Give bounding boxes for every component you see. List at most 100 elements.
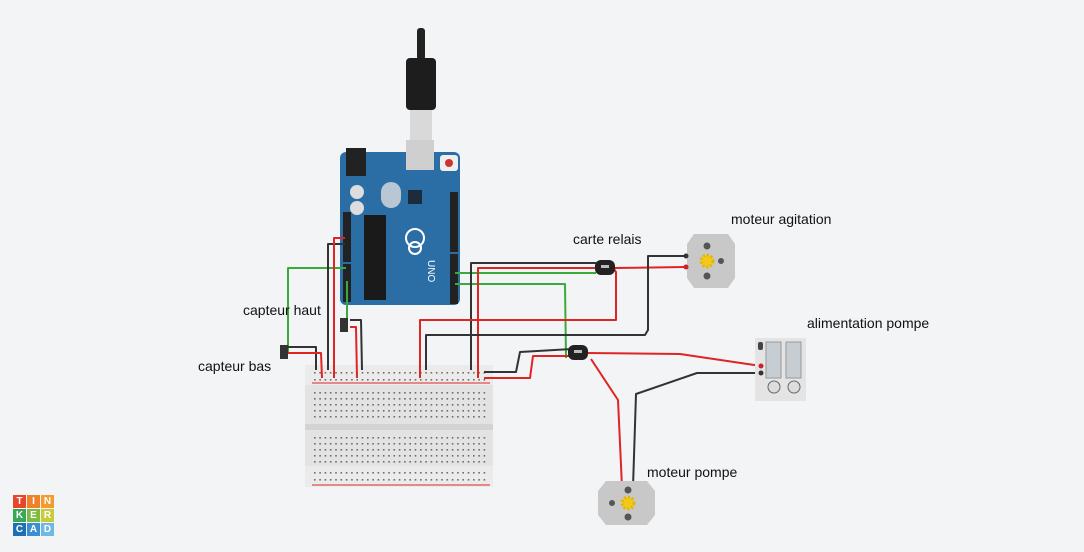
breadboard-hole: [324, 479, 327, 481]
breadboard-hole: [430, 479, 433, 481]
motor-pump[interactable]: [598, 481, 655, 525]
breadboard-hole: [446, 404, 449, 406]
breadboard-hole: [409, 392, 411, 394]
breadboard-hole: [420, 449, 422, 451]
wire-black: [632, 372, 761, 488]
breadboard-hole: [414, 379, 417, 381]
breadboard-hole: [451, 461, 454, 463]
breadboard-hole: [457, 472, 459, 474]
breadboard-hole: [398, 479, 401, 481]
wire-red: [350, 326, 358, 379]
breadboard-hole: [398, 443, 401, 445]
breadboard-hole: [356, 416, 358, 418]
breadboard-hole: [483, 416, 486, 418]
breadboard-hole: [420, 443, 422, 445]
breadboard-hole: [473, 455, 475, 457]
breadboard-hole: [473, 479, 475, 481]
breadboard-hole: [462, 461, 464, 463]
breadboard-hole: [377, 449, 380, 451]
breadboard-hole: [372, 437, 374, 439]
breadboard-hole: [361, 443, 364, 445]
breadboard-hole: [372, 461, 374, 463]
motor-agitation[interactable]: [683, 234, 736, 288]
breadboard-hole: [457, 398, 459, 400]
breadboard-hole: [388, 461, 390, 463]
breadboard-hole: [483, 443, 486, 445]
breadboard-hole: [361, 410, 364, 412]
breadboard-hole: [467, 379, 470, 381]
label-relay-board: carte relais: [573, 231, 642, 247]
breadboard-hole: [324, 472, 327, 474]
breadboard-hole: [329, 398, 332, 400]
breadboard-hole: [441, 410, 443, 412]
breadboard-hole: [393, 392, 396, 394]
breadboard-hole: [462, 372, 464, 374]
breadboard-hole: [414, 372, 417, 374]
breadboard-hole: [319, 443, 321, 445]
breadboard-hole: [478, 372, 480, 374]
breadboard-hole: [345, 398, 348, 400]
breadboard-hole: [483, 461, 486, 463]
breadboard-hole: [441, 455, 443, 457]
breadboard-hole: [446, 379, 449, 381]
breadboard-hole: [324, 449, 327, 451]
breadboard-hole: [388, 372, 390, 374]
breadboard-hole: [367, 372, 369, 374]
breadboard-hole: [329, 455, 332, 457]
breadboard-hole: [414, 404, 417, 406]
breadboard-hole: [367, 379, 369, 381]
breadboard-hole: [414, 416, 417, 418]
breadboard-hole: [398, 392, 401, 394]
breadboard-hole: [329, 404, 332, 406]
breadboard-hole: [367, 449, 369, 451]
breadboard-hole: [435, 416, 438, 418]
relay-2[interactable]: [568, 345, 588, 360]
breadboard-hole: [393, 372, 396, 374]
breadboard-hole: [335, 437, 337, 439]
breadboard-hole: [478, 437, 480, 439]
breadboard-hole: [345, 455, 348, 457]
breadboard-hole: [467, 398, 470, 400]
breadboard-hole: [340, 472, 343, 474]
breadboard-hole: [345, 416, 348, 418]
breadboard-hole: [388, 379, 390, 381]
breadboard-hole: [420, 416, 422, 418]
sensor-bottom[interactable]: [280, 345, 288, 359]
breadboard-hole: [409, 472, 411, 474]
breadboard-hole: [356, 392, 358, 394]
breadboard-hole: [340, 461, 343, 463]
arduino-uno[interactable]: UNO: [340, 140, 460, 305]
breadboard-hole: [345, 404, 348, 406]
breadboard-hole: [324, 404, 327, 406]
breadboard-hole: [478, 404, 480, 406]
breadboard-hole: [314, 455, 316, 457]
breadboard-hole: [377, 372, 380, 374]
breadboard-hole: [345, 479, 348, 481]
breadboard-hole: [388, 437, 390, 439]
breadboard-hole: [329, 416, 332, 418]
breadboard-hole: [393, 455, 396, 457]
breadboard-hole: [435, 392, 438, 394]
breadboard-hole: [473, 416, 475, 418]
relay-1[interactable]: [595, 260, 615, 275]
breadboard-hole: [457, 461, 459, 463]
wire-green: [455, 283, 567, 359]
usb-cable[interactable]: [406, 28, 436, 140]
breadboard-hole: [377, 410, 380, 412]
sensor-top[interactable]: [340, 318, 348, 332]
breadboard[interactable]: [305, 365, 493, 487]
pump-power-supply[interactable]: [755, 338, 806, 401]
breadboard-hole: [441, 461, 443, 463]
breadboard-hole: [329, 379, 332, 381]
wire-red: [587, 352, 762, 367]
breadboard-hole: [457, 479, 459, 481]
breadboard-hole: [441, 449, 443, 451]
breadboard-hole: [462, 379, 464, 381]
breadboard-hole: [324, 379, 327, 381]
breadboard-hole: [404, 461, 406, 463]
breadboard-hole: [404, 455, 406, 457]
breadboard-hole: [319, 472, 321, 474]
breadboard-hole: [478, 461, 480, 463]
